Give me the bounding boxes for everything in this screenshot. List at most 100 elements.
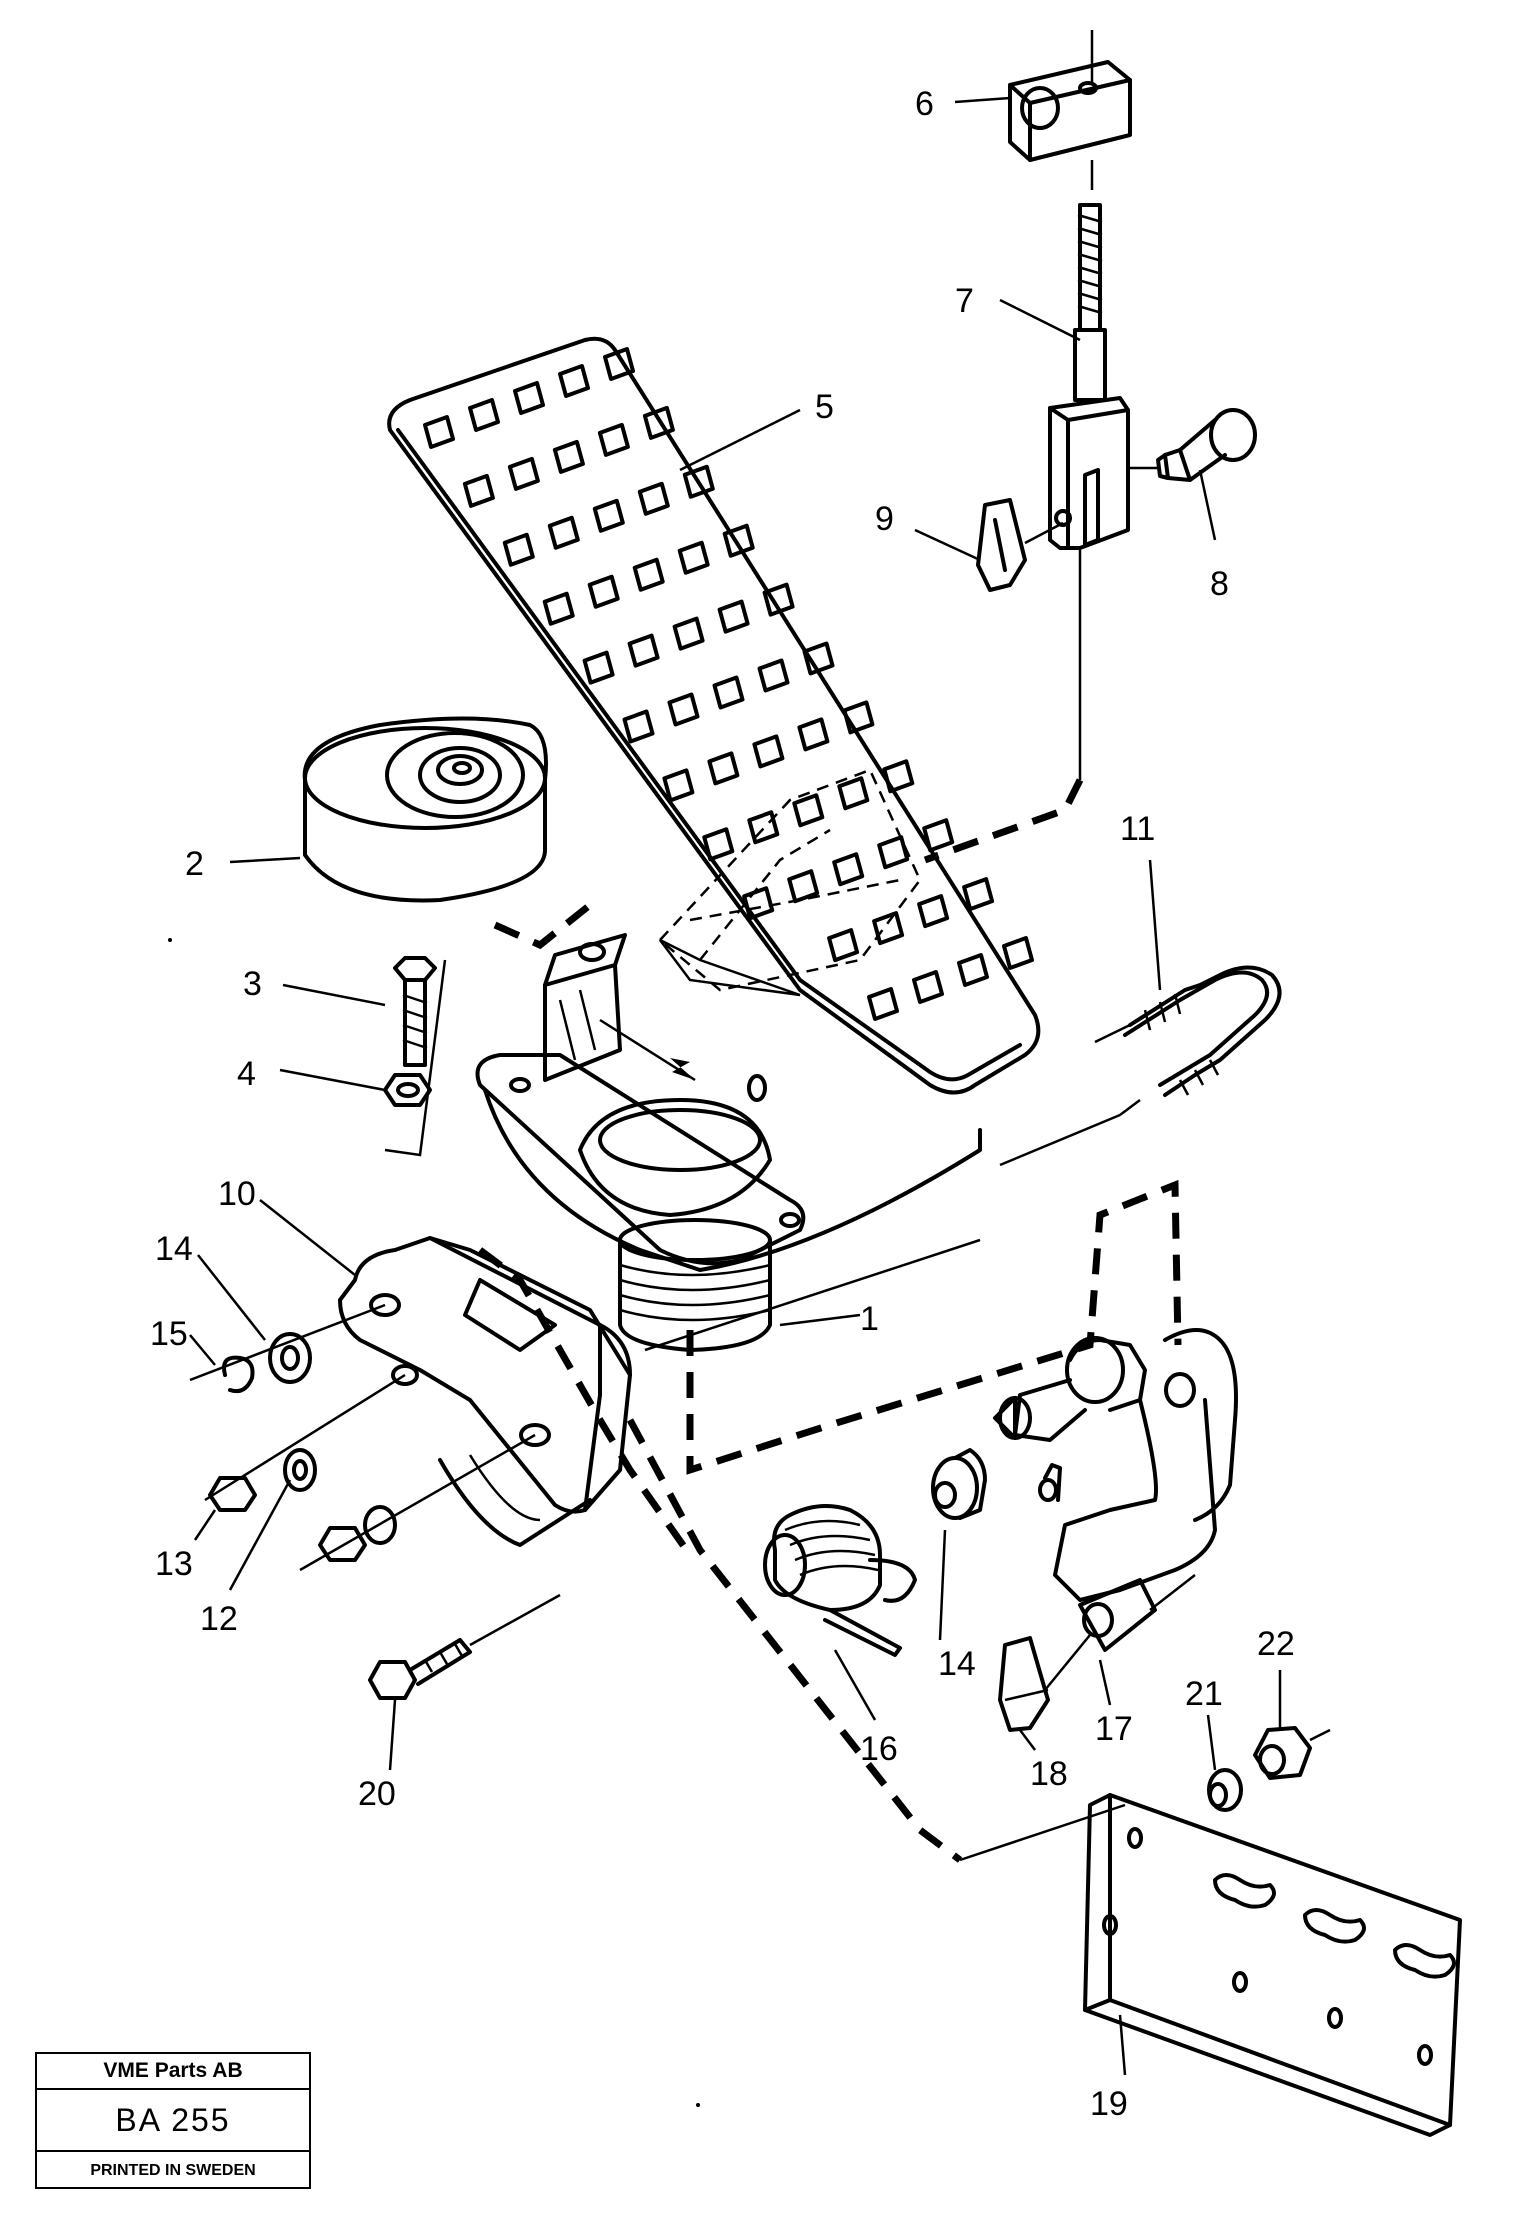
callout-6: 6 [915, 85, 934, 123]
alignment-line-cable [999, 1113, 1121, 1167]
part-12-washer [283, 1448, 317, 1492]
washer-lower [363, 1505, 397, 1545]
pedal-grip-pattern [423, 347, 1034, 1021]
part-8-clevis-pin [1130, 408, 1257, 482]
pedal-grip-square [712, 675, 745, 710]
leader-lines [189, 96, 1282, 2076]
callout-3: 3 [243, 965, 262, 1003]
callout-9: 9 [875, 500, 894, 538]
part-15-lock-washer [222, 1355, 255, 1394]
pedal-grip-square [592, 498, 625, 533]
callout-1: 1 [860, 1300, 879, 1338]
pedal-grip-square [762, 582, 795, 617]
callout-labels: 6 7 8 9 5 2 3 4 11 10 14 15 13 12 1 14 1… [150, 85, 1295, 2123]
pedal-grip-square [787, 869, 820, 904]
part-7-threaded-rod [1073, 203, 1107, 402]
pedal-grip-square [677, 540, 710, 575]
title-block: VME Parts AB BA 255 PRINTED IN SWEDEN [35, 2052, 311, 2189]
callout-16: 16 [860, 1730, 898, 1768]
pedal-grip-square [622, 709, 655, 744]
alignment-line-plate [959, 1803, 1126, 1862]
pedal-grip-square [752, 734, 785, 769]
pedal-grip-square [827, 928, 860, 963]
pedal-grip-square [642, 405, 675, 440]
part-1-bushing [618, 1218, 772, 1352]
title-block-code: BA 255 [37, 2090, 309, 2152]
assembly-dashed-line-bracket [477, 1247, 693, 1558]
part-14-washer-left [268, 1332, 312, 1384]
pedal-grip-square [747, 810, 780, 845]
throttle-lever-arm [993, 1328, 1238, 1652]
callout-17: 17 [1095, 1710, 1133, 1748]
pedal-grip-square [597, 422, 630, 457]
pedal-grip-square [832, 852, 865, 887]
part-5-pedal-plate [387, 336, 1041, 1102]
callout-14-left: 14 [155, 1230, 193, 1268]
pedal-grip-square [877, 835, 910, 870]
pedal-grip-square [582, 650, 615, 685]
pedal-grip-square [722, 523, 755, 558]
title-block-printed: PRINTED IN SWEDEN [90, 2161, 256, 2179]
pedal-grip-square [912, 970, 944, 1004]
pedal-grip-square [507, 456, 540, 491]
assembly-dashed-line-rod [923, 778, 1084, 864]
pedal-grip-square [558, 364, 590, 398]
pedal-grip-square [547, 515, 580, 550]
title-block-company: VME Parts AB [37, 2054, 309, 2090]
alignment-line-bracket-mid [204, 1373, 406, 1502]
pedal-grip-square [802, 641, 835, 676]
pedal-grip-square [707, 751, 740, 786]
pedal-grip-square [792, 793, 825, 828]
pedal-grip-square [682, 464, 715, 499]
pedal-grip-square [662, 768, 695, 803]
callout-15: 15 [150, 1315, 188, 1353]
part-4-nut [383, 1073, 432, 1107]
callout-13: 13 [155, 1545, 193, 1583]
pedal-grip-square [842, 700, 875, 735]
callout-10: 10 [218, 1175, 256, 1213]
alignment-line-bolt [384, 959, 447, 1157]
pedal-grip-square [552, 439, 585, 474]
part-3-bolt [393, 956, 437, 1067]
pedal-grip-square [1002, 936, 1034, 970]
part-6-cable-block [1008, 30, 1132, 190]
callout-7: 7 [955, 282, 974, 320]
pedal-grip-square [468, 398, 500, 432]
clevis [1048, 396, 1130, 550]
pedal-grip-square [637, 481, 670, 516]
pedal-grip-square [672, 616, 705, 651]
callout-18: 18 [1030, 1755, 1068, 1793]
part-18-spring-clip [998, 1634, 1091, 1732]
callout-12: 12 [200, 1600, 238, 1638]
part-14-bushing-right [931, 1448, 987, 1520]
pedal-grip-square [962, 877, 995, 912]
pedal-grip-square [882, 759, 915, 794]
pedal-hidden-lines [658, 768, 922, 992]
part-9-spring-clip [976, 498, 1064, 592]
pedal-grip-square [867, 987, 899, 1021]
pedal-grip-square [667, 692, 700, 727]
part-16-torsion-spring [763, 1504, 917, 1657]
alignment-line-bracket-bottom [299, 1433, 536, 1572]
pedal-grip-square [872, 911, 905, 946]
pedal-grip-square [757, 658, 790, 693]
alignment-line-bracket-top [189, 1303, 386, 1382]
arrow-head [670, 1058, 695, 1080]
pedal-grip-square [603, 347, 635, 381]
callout-19: 19 [1090, 2085, 1128, 2123]
part-20-bolt [368, 1593, 561, 1700]
part-22-nut [1253, 1726, 1331, 1780]
callout-4: 4 [237, 1055, 256, 1093]
pedal-grip-square [797, 717, 830, 752]
pedal-grip-square [632, 557, 665, 592]
alignment-line-spring [644, 1238, 981, 1352]
callout-21: 21 [1185, 1675, 1223, 1713]
part-11-cable-loop [1094, 965, 1282, 1116]
assembly-dashed-line-plate [626, 1418, 963, 1863]
pedal-grip-square [742, 886, 775, 921]
pedal-grip-square [423, 415, 455, 449]
callout-14-right: 14 [938, 1645, 976, 1683]
part-2-rubber-cover [302, 716, 548, 903]
part-21-washer [1207, 1768, 1243, 1812]
